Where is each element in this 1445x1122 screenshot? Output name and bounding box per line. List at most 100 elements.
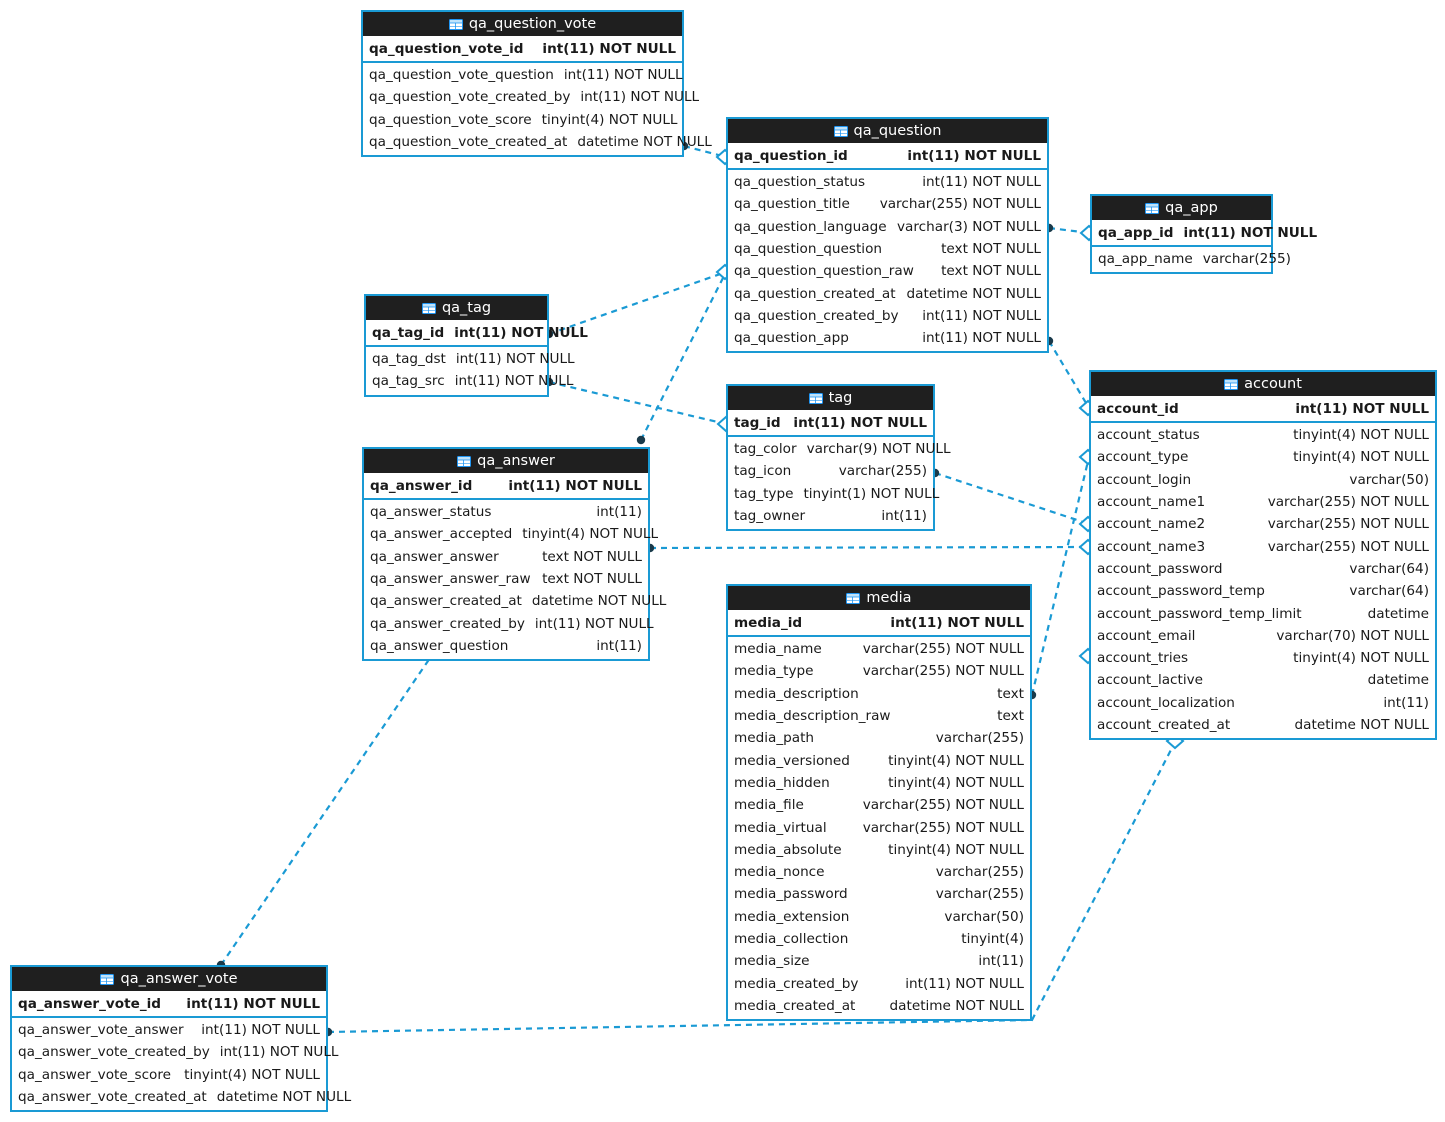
column-name: media_created_at [734,997,856,1014]
column-name: account_password_temp_limit [1097,605,1302,622]
table-header-qa_tag[interactable]: qa_tag [366,296,547,320]
table-header-qa_answer[interactable]: qa_answer [364,449,648,473]
column-name: qa_answer_question [370,637,509,654]
table-header-qa_answer_vote[interactable]: qa_answer_vote [12,967,326,991]
table-header-account[interactable]: account [1091,372,1435,396]
relation-line-media-account [1030,456,1091,696]
column-type: int(11) NOT NULL [455,351,575,368]
table-header-qa_app[interactable]: qa_app [1092,196,1271,220]
column-name: media_absolute [734,841,842,858]
column-type: int(11) NOT NULL [508,477,642,494]
column-type: int(11) [881,508,927,525]
table-header-qa_question_vote[interactable]: qa_question_vote [363,12,682,36]
column-type: text NOT NULL [941,241,1041,258]
column-type: datetime NOT NULL [577,134,712,151]
table-header-tag[interactable]: tag [728,386,933,410]
column-type: int(11) [1383,694,1429,711]
table-header-qa_question[interactable]: qa_question [728,119,1047,143]
table-header-media[interactable]: media [728,586,1030,610]
